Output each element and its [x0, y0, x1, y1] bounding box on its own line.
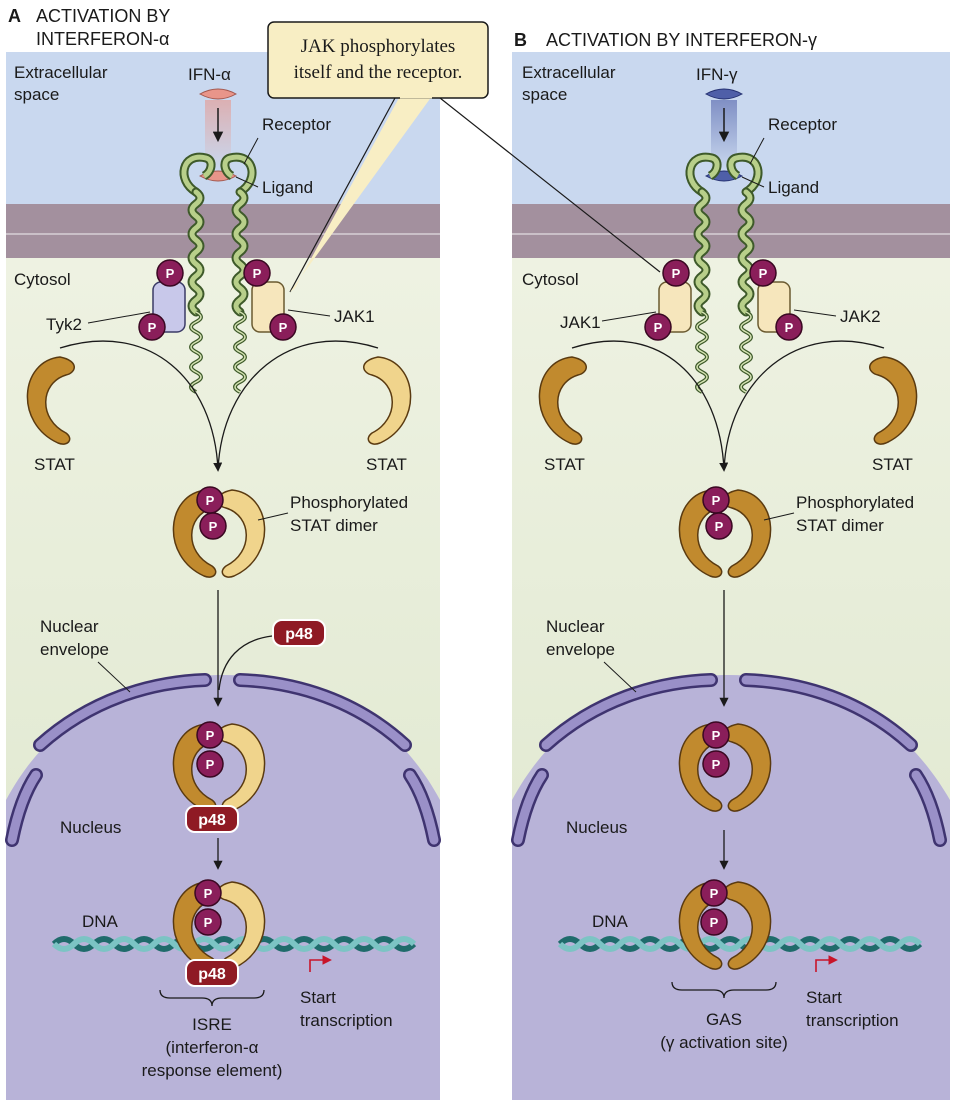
start-label-b2: transcription	[806, 1011, 899, 1030]
plasma-membrane	[6, 204, 440, 258]
element-label-a3: response element)	[142, 1061, 283, 1080]
p48-label-3: p48	[198, 966, 226, 983]
stat-dimer-dna-a: P P p48	[172, 879, 266, 987]
stat-right-label-a: STAT	[366, 455, 407, 474]
nucleus-label-b: Nucleus	[566, 818, 627, 837]
ligand-name-b: IFN-γ	[696, 65, 738, 84]
ligand-label-b: Ligand	[768, 178, 819, 197]
extracellular-label-b1: Extracellular	[522, 63, 616, 82]
callout-line2: itself and the receptor.	[294, 62, 463, 83]
phospho-icon: P	[785, 320, 794, 335]
p48-label-2: p48	[198, 812, 226, 829]
dna-label-a: DNA	[82, 912, 119, 931]
dimer-label-a2: STAT dimer	[290, 516, 378, 535]
receptor-label-b: Receptor	[768, 115, 837, 134]
element-label-a2: (interferon-α	[166, 1038, 259, 1057]
extracellular-label-a2: space	[14, 85, 59, 104]
gas-bracket	[671, 981, 777, 999]
extracellular-label-b2: space	[522, 85, 567, 104]
stat-dimer-p48-a: P P p48	[172, 721, 266, 833]
panel-b-letter: B	[514, 30, 527, 50]
receptor-b	[685, 152, 763, 394]
element-label-b2: (γ activation site)	[660, 1033, 788, 1052]
callout-line1: JAK phosphorylates	[301, 36, 456, 57]
cytosol-label-b: Cytosol	[522, 270, 579, 289]
phospho-icon: P	[715, 519, 724, 534]
phospho-icon: P	[148, 320, 157, 335]
phospho-icon: P	[654, 320, 663, 335]
start-label-a2: transcription	[300, 1011, 393, 1030]
envelope-label-a1: Nuclear	[40, 617, 99, 636]
panel-a-title-line2: INTERFERON-α	[36, 29, 169, 49]
stat-left-label-a: STAT	[34, 455, 75, 474]
receptor-label-a: Receptor	[262, 115, 331, 134]
dna-helix-a	[51, 936, 417, 952]
ligand-label-a: Ligand	[262, 178, 313, 197]
phospho-icon: P	[279, 320, 288, 335]
phospho-icon: P	[712, 493, 721, 508]
stat-right-label-b: STAT	[872, 455, 913, 474]
plasma-membrane-b	[512, 204, 950, 258]
phospho-icon: P	[204, 915, 213, 930]
isre-bracket	[159, 989, 265, 1007]
phospho-icon: P	[206, 728, 215, 743]
phospho-icon: P	[253, 266, 262, 281]
p48-label-1: p48	[285, 626, 313, 643]
stat-dimer-dna-b: P P	[678, 879, 772, 970]
envelope-label-a2: envelope	[40, 640, 109, 659]
jak-callout: JAK phosphorylates itself and the recept…	[267, 21, 661, 293]
phospho-icon: P	[209, 519, 218, 534]
dimer-label-a1: Phosphorylated	[290, 493, 408, 512]
jak-right-label-a: JAK1	[334, 307, 375, 326]
stat-dimer-b: P P	[678, 486, 772, 578]
dna-label-b: DNA	[592, 912, 629, 931]
jak-right-label-b: JAK2	[840, 307, 881, 326]
ligand-name-a: IFN-α	[188, 65, 231, 84]
element-label-b1: GAS	[706, 1010, 742, 1029]
dimer-label-b2: STAT dimer	[796, 516, 884, 535]
jak-left-label-b: JAK1	[560, 313, 601, 332]
envelope-label-b1: Nuclear	[546, 617, 605, 636]
transcription-start-arrow-icon-b	[815, 955, 838, 972]
ifn-alpha-ligand-icon	[198, 88, 238, 100]
envelope-label-b2: envelope	[546, 640, 615, 659]
panel-a-title-line1: ACTIVATION BY	[36, 6, 170, 26]
cytosol-label-a: Cytosol	[14, 270, 71, 289]
nucleus-label-a: Nucleus	[60, 818, 121, 837]
phospho-icon: P	[206, 493, 215, 508]
p48-protein	[272, 619, 326, 647]
stat-dimer-a: P P	[172, 486, 266, 578]
jak-left-label-a: Tyk2	[46, 315, 82, 334]
phospho-icon: P	[204, 886, 213, 901]
phospho-icon: P	[710, 915, 719, 930]
panel-b-title: ACTIVATION BY INTERFERON-γ	[546, 30, 817, 50]
extracellular-label-a1: Extracellular	[14, 63, 108, 82]
panel-a-letter: A	[8, 6, 21, 26]
transcription-start-arrow-icon	[309, 955, 332, 972]
phospho-icon: P	[712, 757, 721, 772]
stat-left-label-b: STAT	[544, 455, 585, 474]
phospho-icon: P	[710, 886, 719, 901]
start-label-b1: Start	[806, 988, 842, 1007]
ifn-gamma-ligand-icon	[704, 88, 744, 100]
phospho-icon: P	[206, 757, 215, 772]
phospho-icon: P	[672, 266, 681, 281]
phospho-icon: P	[759, 266, 768, 281]
phospho-icon: P	[166, 266, 175, 281]
panel-a: A ACTIVATION BY INTERFERON-α Extracellul…	[5, 6, 441, 1100]
phospho-icon: P	[712, 728, 721, 743]
start-label-a1: Start	[300, 988, 336, 1007]
stat-dimer-nucleus-b: P P	[678, 721, 772, 812]
panel-b: B ACTIVATION BY INTERFERON-γ Extracellul…	[511, 30, 950, 1100]
dimer-label-b1: Phosphorylated	[796, 493, 914, 512]
receptor-a	[179, 152, 257, 394]
element-label-a1: ISRE	[192, 1015, 232, 1034]
dna-helix-b	[557, 936, 923, 952]
